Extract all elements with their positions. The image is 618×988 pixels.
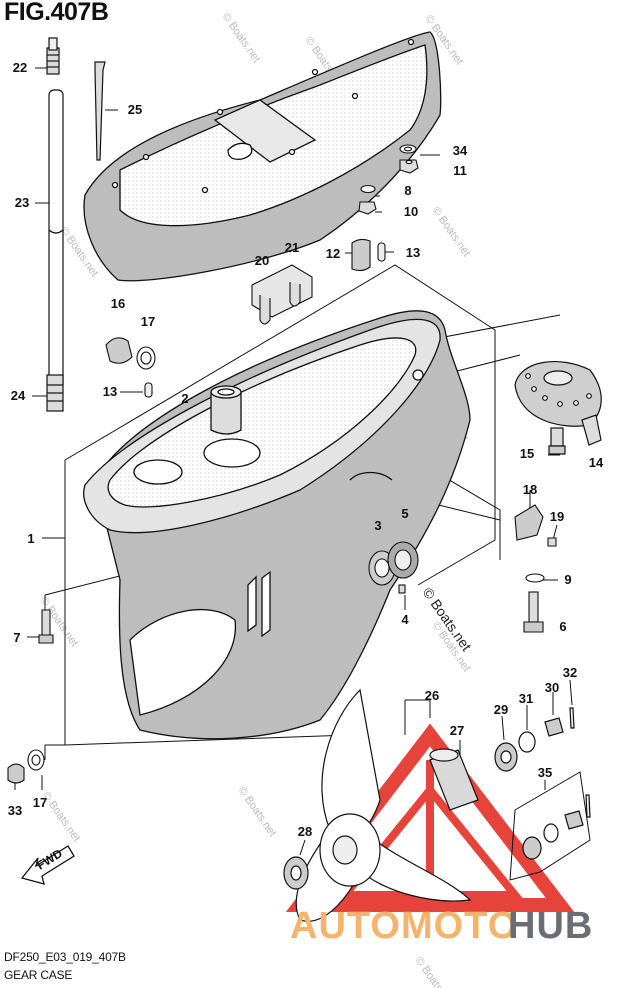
seal-bearing-assembly [368,541,419,594]
part-label: 26 [425,688,439,703]
part-label: 18 [523,482,537,497]
figure-caption: GEAR CASE [4,968,73,982]
automotohub-wordmark: AUTOMOTO HUB [290,905,593,947]
part-label: 2 [181,391,188,406]
part-label: 33 [8,803,22,818]
part-label: 10 [404,204,418,219]
anode-trim-tab [514,361,602,455]
part-label: 34 [453,143,468,158]
forward-direction-arrow: FWD [20,845,75,885]
part-label: 11 [453,163,467,178]
shift-rod-parts [46,37,106,412]
part-label: 19 [550,509,564,524]
gear-case-housing [83,310,471,740]
model-code: DF250_E03_019_407B [4,950,126,964]
brand-text-left: AUTOMOTO [290,905,518,947]
propeller-assembly [283,688,591,922]
part-label: 13 [103,384,117,399]
part-label: 4 [401,612,409,627]
part-label: 20 [255,253,269,268]
part-label: 24 [11,388,26,403]
part-label: 27 [450,723,464,738]
part-label: 25 [128,102,142,117]
side-hardware [514,504,557,633]
part-label: 6 [559,619,566,634]
part-label: 22 [13,60,27,75]
part-label: 5 [401,506,408,521]
part-label: 16 [111,296,125,311]
part-label: 30 [545,680,559,695]
brand-text-right: HUB [508,905,593,947]
upper-cover-housing [83,31,442,282]
watermark-text: © Boats.net [236,785,279,839]
part-label: 17 [33,795,47,810]
watermark-text: © Boats.net [220,11,263,65]
watermark-text: © Boats.net [430,205,473,259]
part-label: 29 [494,702,508,717]
part-number-labels: 1 2 3 4 5 6 7 8 9 10 11 12 13 13 14 15 1… [8,60,604,839]
watermark-text: © Boats.net [413,955,456,988]
small-hardware-mid [7,337,156,784]
part-label: 23 [15,195,29,210]
part-label: 35 [538,765,552,780]
figure-title: FIG.407B [4,0,109,26]
part-label: 31 [519,691,533,706]
part-label: 3 [374,518,381,533]
part-label: 13 [406,245,420,260]
part-label: 17 [141,314,155,329]
part-label: 32 [563,665,577,680]
part-label: 7 [13,630,20,645]
part-label: 15 [520,446,534,461]
part-label: 9 [564,572,571,587]
part-label: 1 [27,531,34,546]
part-label: 8 [404,183,411,198]
part-label: 21 [285,240,299,255]
part-label: 28 [298,824,312,839]
part-label: 12 [326,246,340,261]
part-label: 14 [589,455,604,470]
small-hardware-top [251,144,419,325]
